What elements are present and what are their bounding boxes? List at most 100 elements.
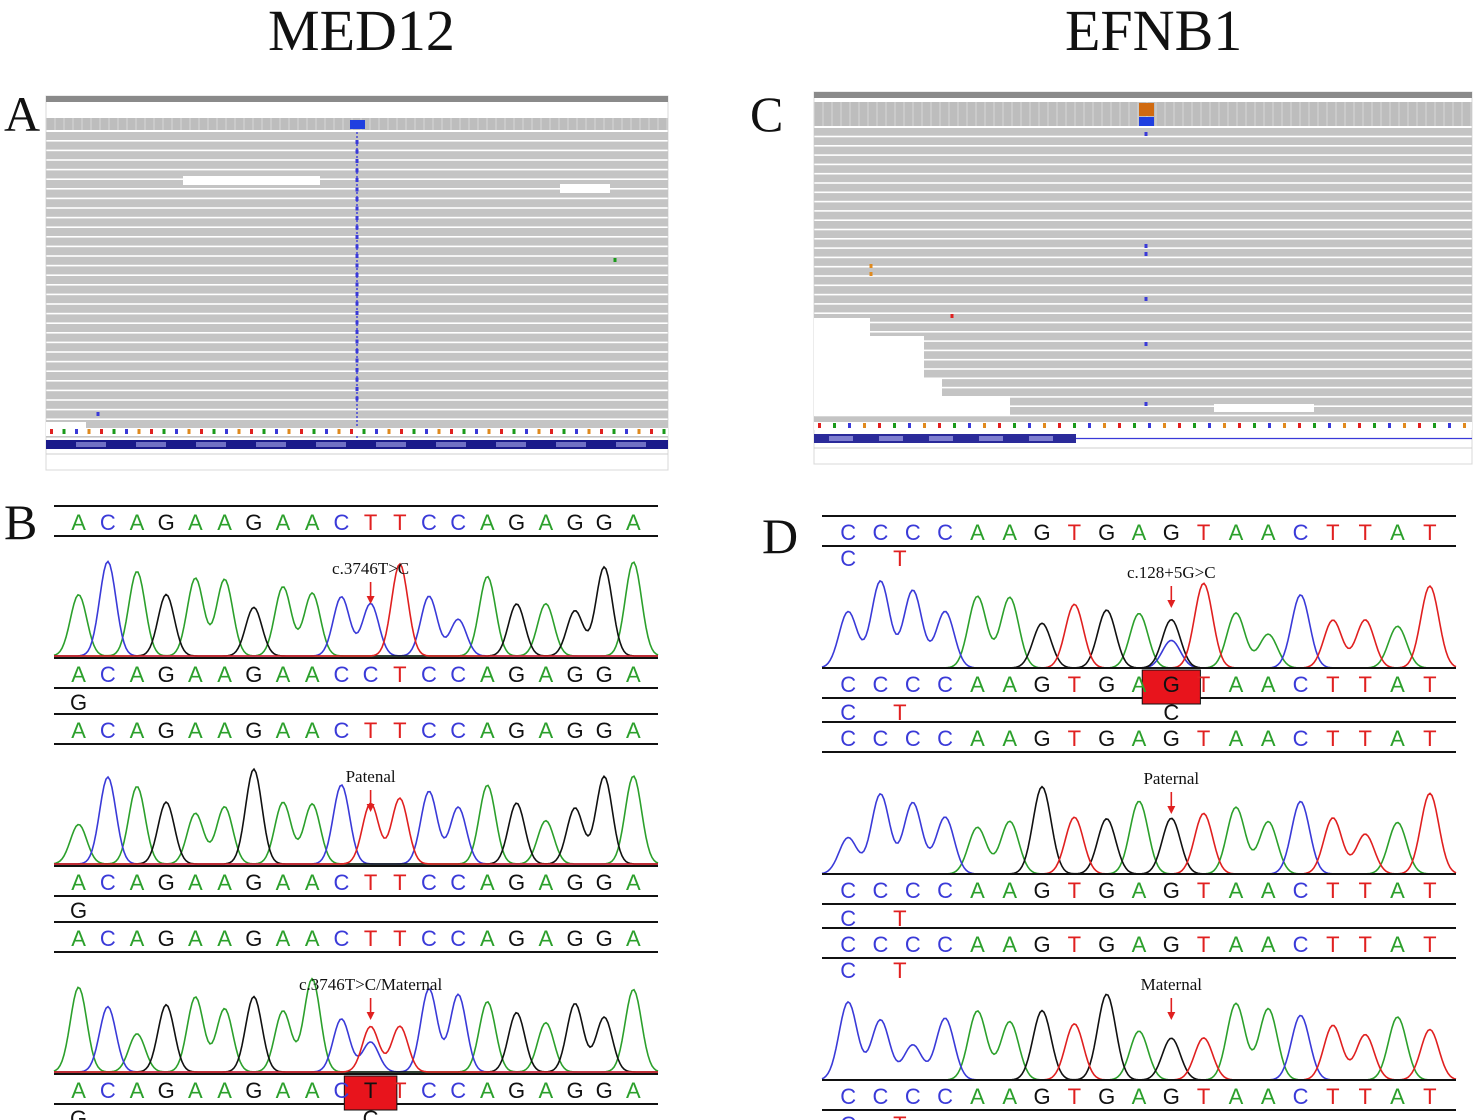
reference-base (662, 429, 666, 434)
gene-exon-shade (556, 442, 586, 447)
variant-base (1144, 402, 1148, 406)
called-base: A (1002, 672, 1017, 697)
reference-base: A (626, 718, 641, 743)
called-base: C (100, 1078, 116, 1103)
called-base: A (538, 662, 553, 687)
read-row (46, 199, 668, 208)
read-row (46, 343, 668, 352)
mutation-note: Maternal (1141, 975, 1203, 994)
reference-base (1343, 423, 1346, 428)
panel-label-a: A (4, 86, 41, 142)
reference-base (175, 429, 178, 434)
read-row (814, 332, 1472, 341)
called-base: T (1326, 1084, 1339, 1109)
called-base: T (1358, 1084, 1371, 1109)
called-base: C (873, 878, 889, 903)
called-base: A (217, 870, 232, 895)
read-row (814, 155, 1472, 164)
gene-exon-shade (316, 442, 346, 447)
reference-base: A (1132, 520, 1147, 545)
called-base: A (188, 870, 203, 895)
variant-base (355, 377, 359, 382)
read-row (942, 379, 1472, 387)
reference-base: T (1326, 726, 1339, 751)
called-secondary-base: T (893, 1112, 906, 1120)
called-base: T (1197, 672, 1210, 697)
trace-t (822, 792, 1457, 875)
read-gap (814, 318, 870, 396)
variant-base (1144, 244, 1148, 248)
reference-base: G (245, 718, 262, 743)
reference-base (1253, 423, 1256, 428)
gene-exon-shade (376, 442, 406, 447)
reference-base (487, 429, 491, 434)
reference-base: C (905, 520, 921, 545)
called-base: C (100, 662, 116, 687)
trace-t (822, 1022, 1457, 1081)
called-base: C (421, 1078, 437, 1103)
called-base: T (1358, 878, 1371, 903)
called-base: A (1390, 878, 1405, 903)
reference-base: A (1390, 726, 1405, 751)
reference-base (162, 429, 166, 434)
reference-base: T (364, 718, 377, 743)
reference-base: G (566, 718, 583, 743)
mutation-arrow-head (366, 596, 375, 604)
reference-base (225, 429, 228, 434)
variant-base (355, 368, 359, 372)
called-base: C (363, 662, 379, 687)
variant-base (869, 272, 873, 276)
reference-base: A (970, 726, 985, 751)
read-row (814, 248, 1472, 257)
variant-base (355, 235, 359, 239)
called-base: A (480, 662, 495, 687)
gene-exon-shade (929, 436, 953, 441)
reference-base (375, 429, 378, 434)
gene-title-efnb1: EFNB1 (1065, 0, 1243, 63)
read-row (814, 211, 1472, 220)
reference-base: G (1163, 932, 1180, 957)
reference-base: A (71, 718, 86, 743)
called-base: G (245, 662, 262, 687)
reference-secondary-base: C (840, 546, 856, 571)
called-base: T (1197, 1084, 1210, 1109)
called-base: C (937, 672, 953, 697)
reference-base: C (840, 932, 856, 957)
reference-base (1163, 423, 1166, 428)
reference-base: A (970, 932, 985, 957)
reference-base: G (1163, 520, 1180, 545)
reference-base: A (305, 510, 320, 535)
reference-base (475, 429, 478, 434)
called-base: C (905, 878, 921, 903)
reference-base (450, 429, 453, 434)
variant-base (950, 314, 954, 318)
variant-base (355, 254, 359, 258)
gene-track (46, 440, 668, 449)
reference-base: C (873, 520, 889, 545)
reference-base (833, 423, 836, 428)
reference-base: A (480, 926, 495, 951)
trace-g (54, 565, 658, 657)
called-base: A (970, 878, 985, 903)
called-base: T (1197, 878, 1210, 903)
reference-base (1418, 423, 1421, 428)
reference-base: A (71, 926, 86, 951)
called-base: A (1229, 878, 1244, 903)
panel-c-read-alignment (813, 91, 1473, 465)
reference-base: T (1197, 520, 1210, 545)
called-base: T (364, 1078, 377, 1103)
reference-base (1058, 423, 1061, 428)
called-base: C (1293, 672, 1309, 697)
reference-base (818, 423, 821, 428)
variant-base (96, 412, 100, 416)
gene-exon-shade (196, 442, 226, 447)
trace-t (54, 562, 658, 657)
called-base: G (245, 1078, 262, 1103)
reference-base (237, 429, 241, 434)
reference-base (908, 423, 911, 428)
variant-base (355, 339, 359, 344)
read-row (814, 314, 1472, 322)
